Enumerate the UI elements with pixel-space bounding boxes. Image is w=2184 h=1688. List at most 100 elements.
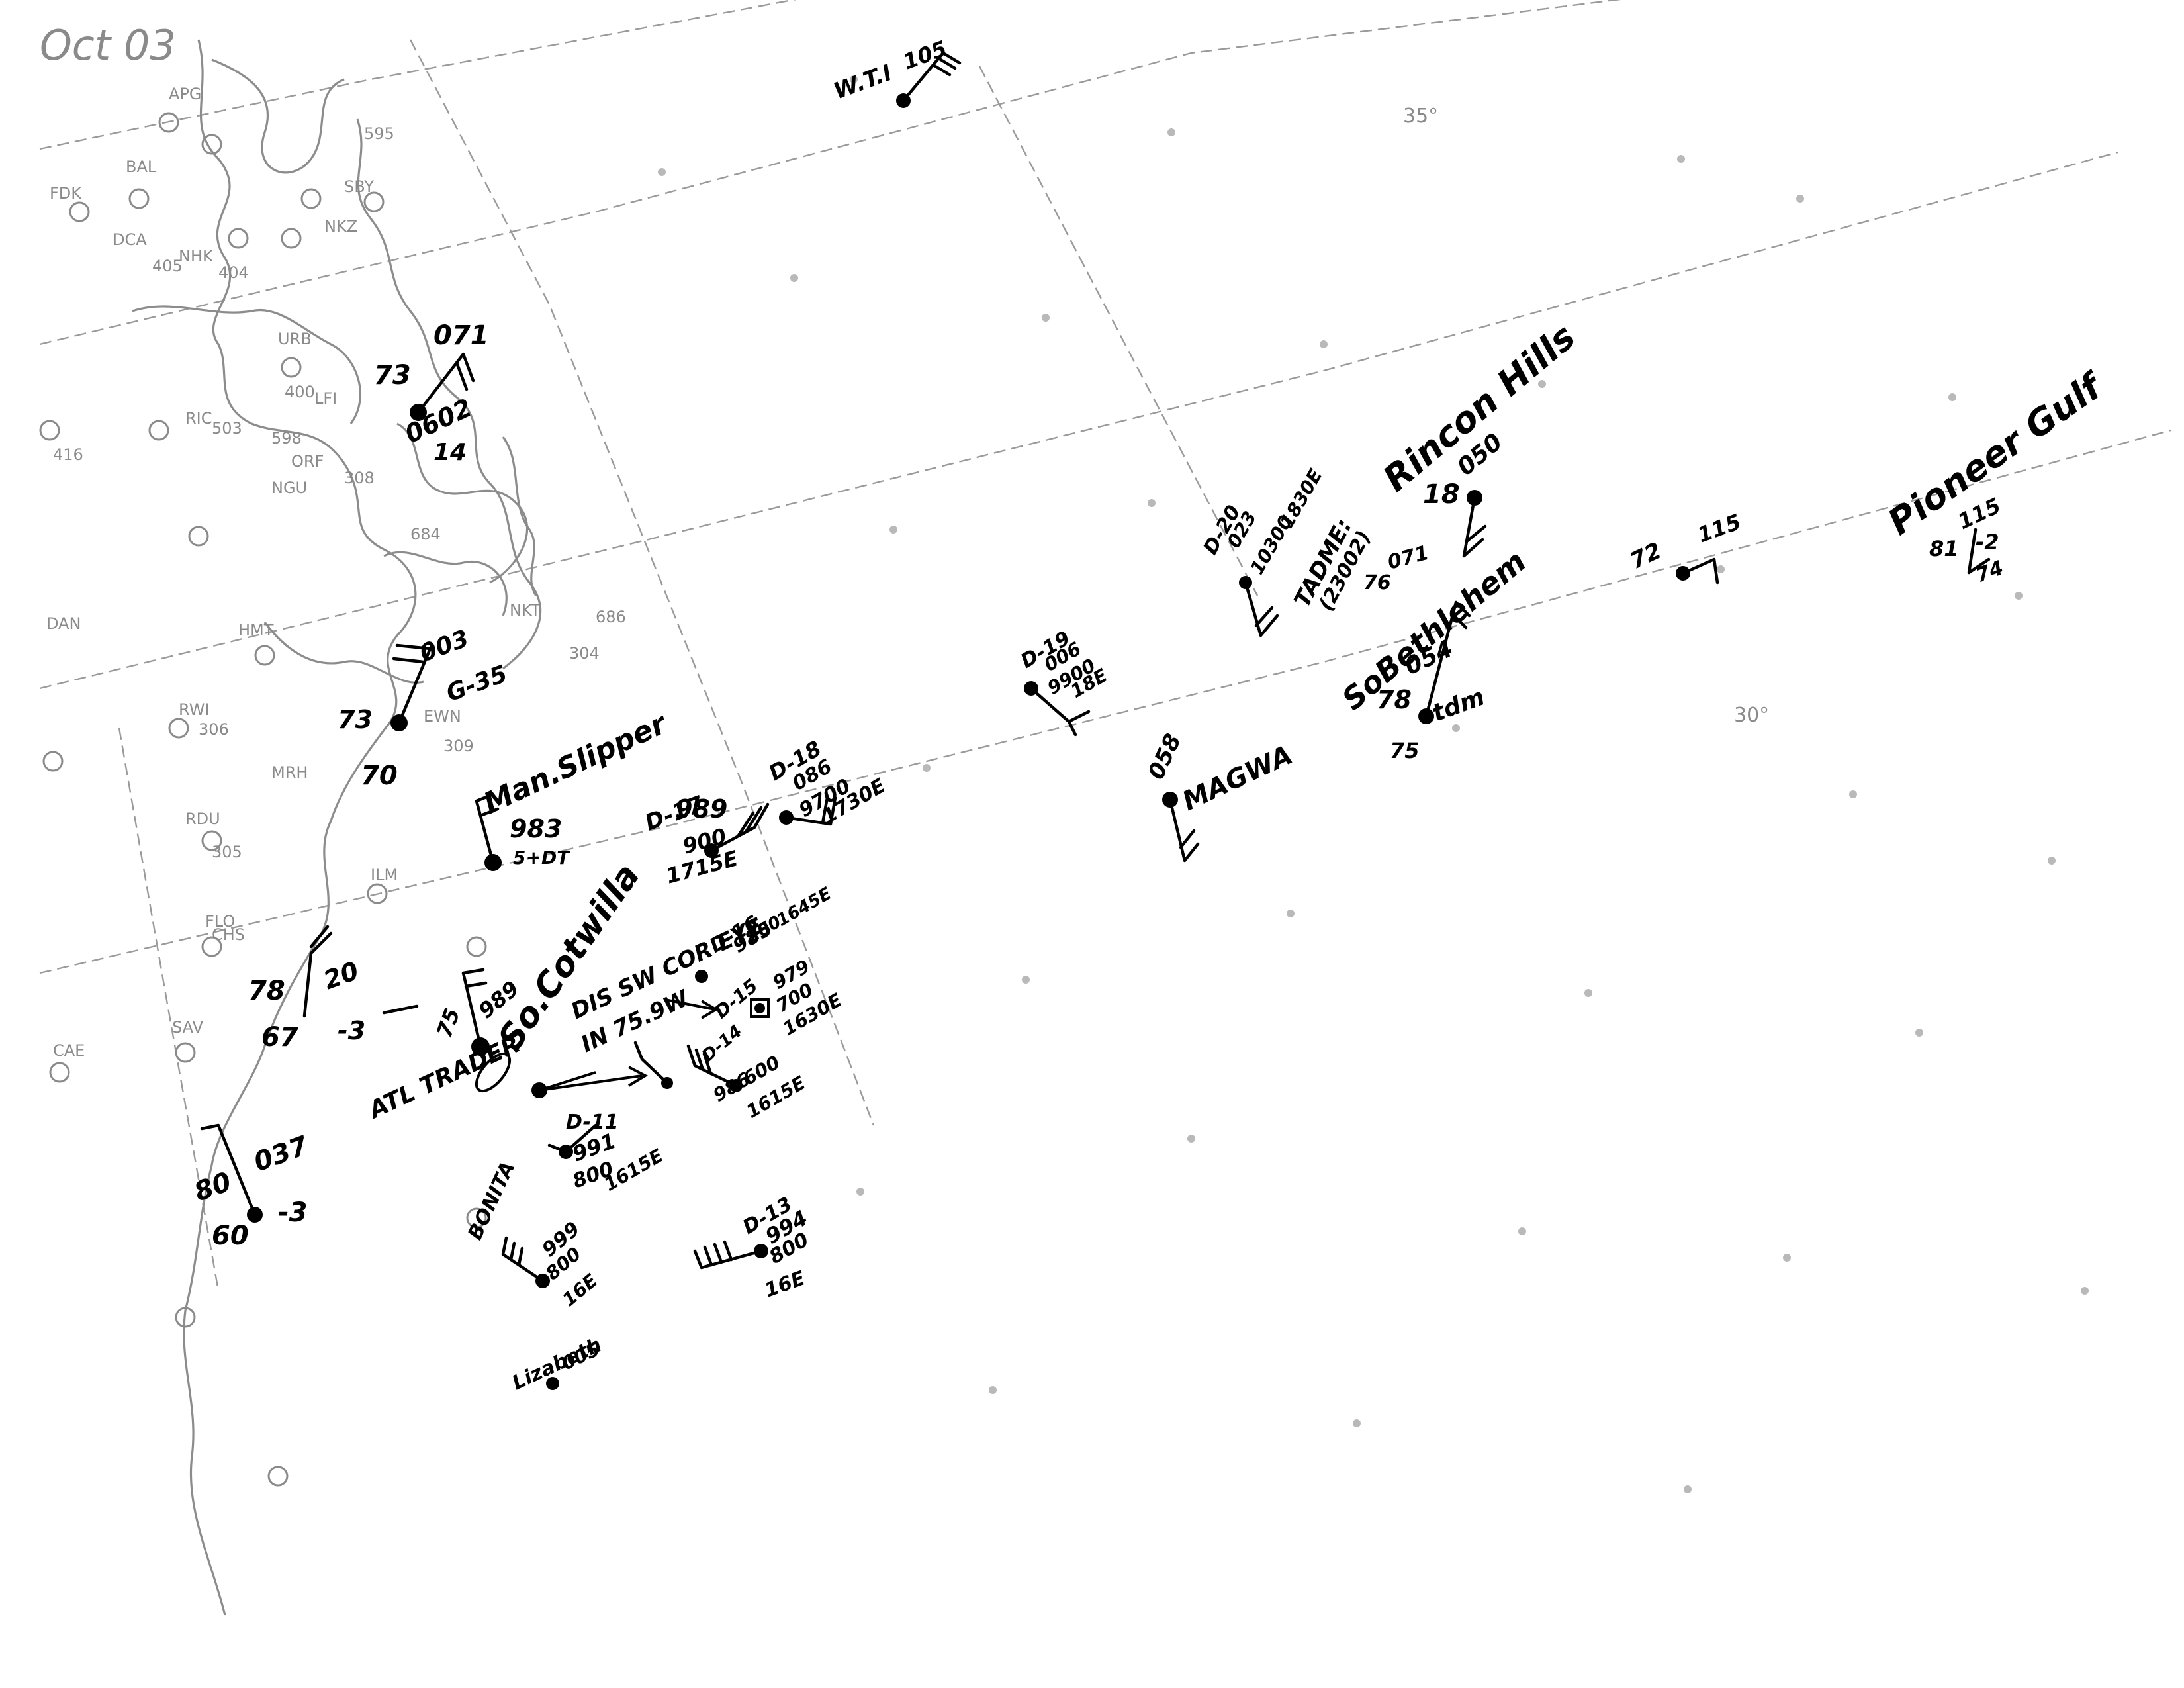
pressure: 058: [1143, 730, 1187, 784]
grid-label-35: 35°: [1403, 105, 1438, 128]
dot: [1538, 380, 1546, 388]
station-label: CAE: [53, 1041, 85, 1060]
dot: [1948, 393, 1956, 401]
scan-dots: [658, 75, 2089, 1493]
dot: [889, 526, 897, 534]
position: 16E: [762, 1266, 809, 1302]
dot: [856, 1188, 864, 1196]
station-number: 304: [569, 644, 600, 663]
dropsonde-d16: D-16 985 200 1645E: [695, 884, 835, 983]
note: 5+DT: [513, 847, 570, 868]
wind-barb: [392, 643, 432, 725]
dropsonde-d18: D-18 086 9700 1730E: [764, 736, 889, 829]
dot: [1148, 499, 1156, 507]
dropsonde-d17: D-17 989 900 1715E: [641, 791, 770, 889]
dot: [1022, 976, 1030, 984]
dot: [1915, 1029, 1923, 1037]
dot: [1783, 1254, 1791, 1262]
extra: tdm: [1429, 683, 1488, 727]
dot: [1518, 1227, 1526, 1235]
dot: [1684, 1485, 1692, 1493]
dewpoint: 74: [1973, 556, 2007, 587]
storm-eye-icon: [475, 1052, 512, 1093]
wind-barb: [709, 802, 770, 853]
wind-barb: [1967, 528, 1991, 575]
grid-line-lon-a: [409, 39, 875, 1126]
station-number: 405: [152, 257, 183, 275]
pressure: 115: [1694, 509, 1745, 548]
grid-line-mid: [39, 151, 2118, 690]
station-number: 686: [596, 608, 626, 626]
dot: [1796, 195, 1804, 203]
station-label: SAV: [172, 1018, 204, 1037]
dot: [1849, 790, 1857, 798]
station-circle: [168, 718, 189, 739]
station-number: 416: [53, 445, 83, 464]
station-circle: [201, 830, 222, 851]
station-label: SBY: [344, 177, 374, 196]
tendency-mark: [382, 1004, 419, 1015]
station-circle: [201, 134, 222, 155]
station-dot: [695, 970, 708, 983]
station-label: ILM: [371, 866, 398, 884]
station-dot: [754, 1003, 765, 1013]
station-label: URB: [278, 330, 312, 348]
dot: [1677, 155, 1685, 163]
station-circle: [128, 188, 150, 209]
grid-line-top: [39, 0, 797, 150]
dot: [658, 168, 666, 176]
wind-barb: [416, 352, 475, 414]
station-label: APG: [169, 85, 202, 103]
dot: [1353, 1419, 1361, 1427]
ship-name: Man.Slipper: [478, 706, 673, 821]
station-circle: [175, 1307, 196, 1328]
code: -3: [278, 1197, 307, 1228]
temperature: 18: [1423, 479, 1460, 510]
wind-barb: [475, 792, 500, 865]
drop-id: D-11: [566, 1111, 619, 1134]
station-plot-manslipper: Man.Slipper 983 5+DT: [475, 706, 673, 871]
pressure: 071: [433, 320, 489, 351]
station-label: MRH: [271, 763, 308, 782]
ship-name: BONITA: [464, 1158, 520, 1243]
code: -2: [1976, 530, 1999, 555]
station-circle: [281, 357, 302, 378]
grid-line-lon-b: [978, 66, 1259, 596]
station-label: DAN: [46, 614, 81, 633]
station-circle: [188, 526, 209, 547]
station-circle: [148, 420, 169, 441]
wind-barb: [693, 1240, 763, 1270]
station-circle: [175, 1042, 196, 1063]
ship-magwa: MAGWA 058: [1143, 730, 1297, 863]
wind-barb: [633, 1041, 669, 1085]
dot: [1042, 314, 1050, 322]
grid-line-35: [39, 0, 1621, 346]
station-label: HMT: [238, 621, 274, 639]
temperature: 75: [432, 1005, 465, 1041]
track-line: [539, 1071, 596, 1092]
motion-arrow-icon: [539, 1066, 649, 1092]
station-label: NKT: [510, 601, 541, 620]
pressure: 983: [510, 814, 562, 843]
station-number: 598: [271, 429, 302, 447]
station-circle: [281, 228, 302, 249]
wind-barb: [901, 51, 962, 103]
station-circle: [466, 936, 487, 957]
station-label: NHK: [179, 247, 214, 265]
dewpoint: 75: [1390, 738, 1420, 763]
dewpoint: 60: [212, 1221, 249, 1251]
dewpoint: 70: [361, 761, 398, 791]
station-circle: [42, 751, 64, 772]
station-label: NKZ: [324, 217, 357, 236]
station-circle: [466, 1207, 487, 1229]
ship-name-line1: ATL TRADER: [363, 1031, 525, 1125]
station-circle: [201, 936, 222, 957]
station-label: FDK: [50, 184, 82, 203]
station-plot-south: 999 800 16E: [501, 1217, 602, 1311]
wind-barb: [1462, 496, 1487, 558]
ship-pioneer-gulf: Pioneer Gulf 81 115 -2 74: [1880, 363, 2112, 587]
pressure-value: 105: [900, 36, 950, 75]
position: 1830E: [1275, 465, 1326, 532]
pointer-arrow-icon: [664, 998, 719, 1019]
